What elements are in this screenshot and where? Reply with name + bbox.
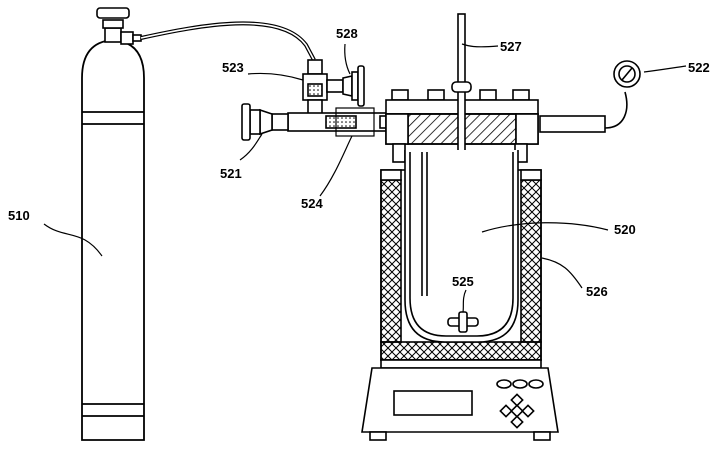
label-526: 526 bbox=[586, 284, 608, 299]
label-524: 524 bbox=[301, 196, 323, 211]
magnetic-stirrer-base bbox=[362, 360, 558, 440]
label-521: 521 bbox=[220, 166, 242, 181]
label-520: 520 bbox=[614, 222, 636, 237]
label-525: 525 bbox=[452, 274, 474, 289]
label-523: 523 bbox=[222, 60, 244, 75]
label-510: 510 bbox=[8, 208, 30, 223]
label-522: 522 bbox=[688, 60, 710, 75]
pressure-gauge bbox=[540, 61, 640, 132]
valve-assembly bbox=[242, 60, 392, 140]
gas-cylinder bbox=[82, 40, 144, 440]
label-528: 528 bbox=[336, 26, 358, 41]
cylinder-valve bbox=[97, 8, 141, 44]
gas-hose bbox=[141, 23, 314, 60]
label-527: 527 bbox=[500, 39, 522, 54]
